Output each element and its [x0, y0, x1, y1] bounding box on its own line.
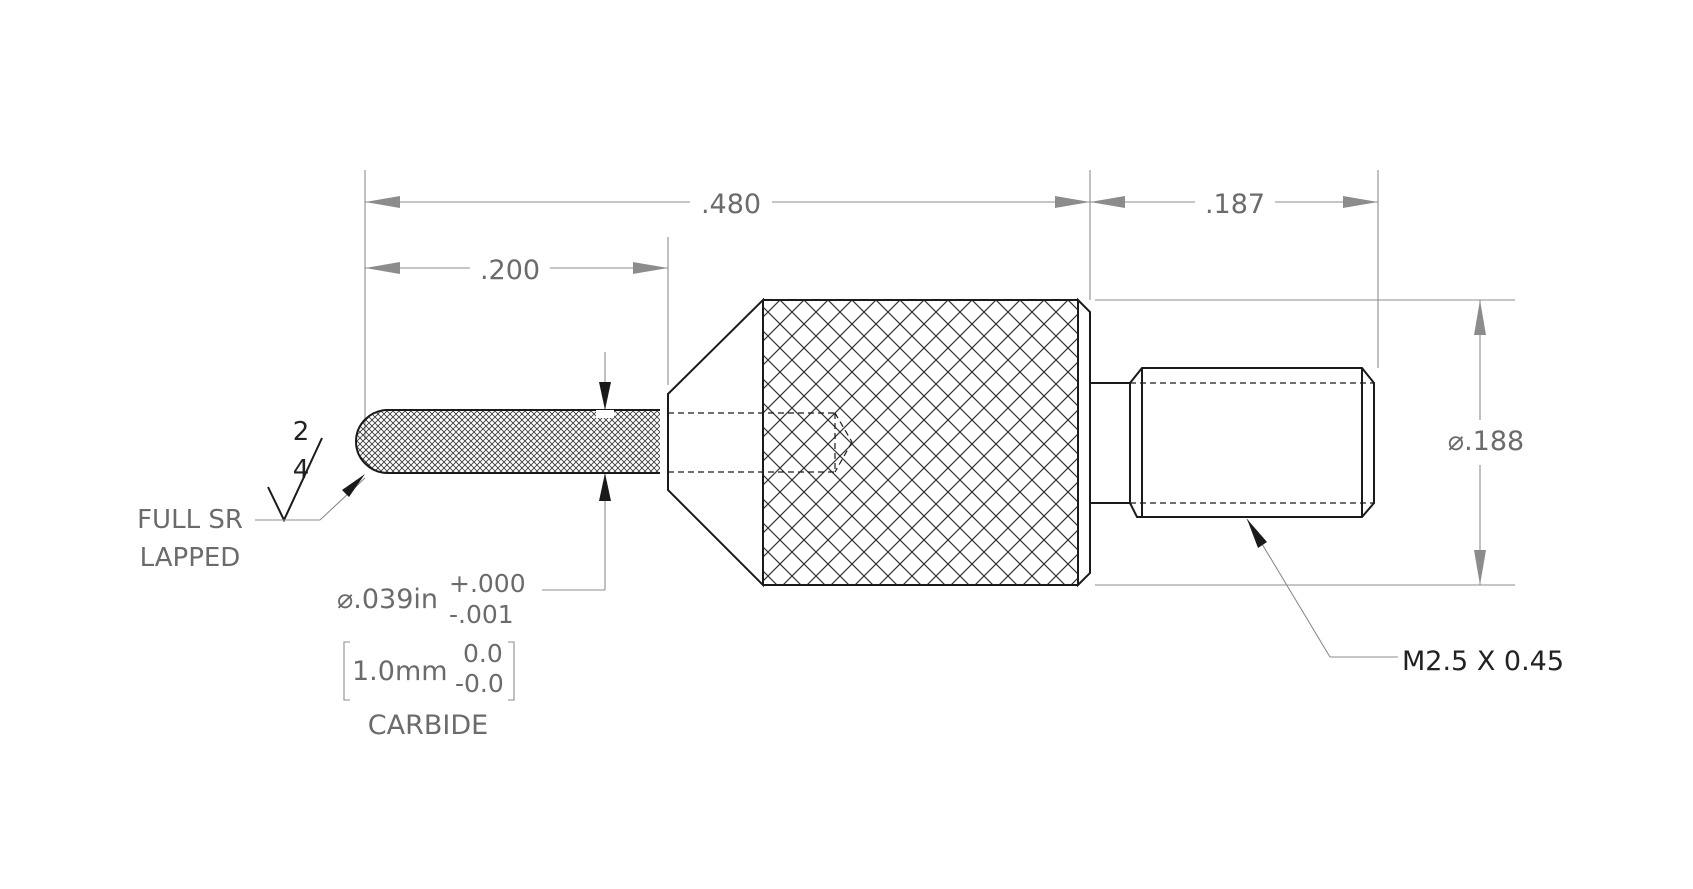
- stylus-diameter-callout: ⌀.039in +.000 -.001 1.0mm 0.0 -0.0 CARBI…: [337, 569, 526, 741]
- dim-overall-length-text: .480: [701, 189, 761, 220]
- thread-spec-text: M2.5 X 0.45: [1402, 646, 1564, 677]
- dimension-thread-length: .187: [1090, 189, 1378, 220]
- stylus-highlight: [596, 410, 614, 418]
- thread-leader: M2.5 X 0.45: [1246, 518, 1564, 677]
- arrowhead: [1474, 550, 1486, 585]
- finish-note-line1: FULL SR: [137, 505, 243, 535]
- hidden-bore: [668, 412, 853, 473]
- stylus-diameter-leader: [542, 352, 611, 591]
- arrowhead: [633, 262, 668, 274]
- stylus-tip: [355, 409, 660, 474]
- arrowhead: [1343, 196, 1378, 208]
- arrowhead: [342, 474, 365, 497]
- dimension-stylus-length: .200: [365, 255, 668, 286]
- dimension-thread-diameter: ⌀.188: [1448, 300, 1524, 585]
- stylus-metric-text: 1.0mm: [352, 656, 448, 687]
- stylus-tol-plus: +.000: [449, 569, 526, 598]
- finish-value-bottom: 4: [293, 455, 310, 485]
- finish-value-top: 2: [293, 417, 310, 447]
- finish-note-line2: LAPPED: [140, 543, 241, 573]
- dimension-overall-length: .480: [365, 189, 1090, 220]
- arrowhead: [365, 262, 400, 274]
- arrowhead: [599, 473, 611, 501]
- stylus-material-text: CARBIDE: [368, 710, 488, 741]
- arrowhead: [365, 196, 400, 208]
- stylus-tol-minus: -.001: [449, 600, 514, 629]
- dim-stylus-length-text: .200: [480, 255, 540, 286]
- arrowhead: [1474, 300, 1486, 335]
- dim-thread-diameter-text: ⌀.188: [1448, 426, 1524, 457]
- stylus-metric-minus: -0.0: [455, 669, 504, 698]
- arrowhead: [1090, 196, 1125, 208]
- dim-thread-length-text: .187: [1205, 189, 1265, 220]
- arrowhead: [1247, 519, 1267, 548]
- threaded-shank: [1089, 367, 1375, 518]
- arrowhead: [599, 382, 611, 410]
- stylus-metric-plus: 0.0: [463, 639, 503, 668]
- knurled-body: [667, 297, 1091, 588]
- arrowhead: [1055, 196, 1090, 208]
- extension-lines: [364, 170, 1515, 586]
- stylus-diameter-text: ⌀.039in: [337, 584, 438, 615]
- surface-finish-symbol: 2 4 FULL SR LAPPED: [137, 417, 366, 573]
